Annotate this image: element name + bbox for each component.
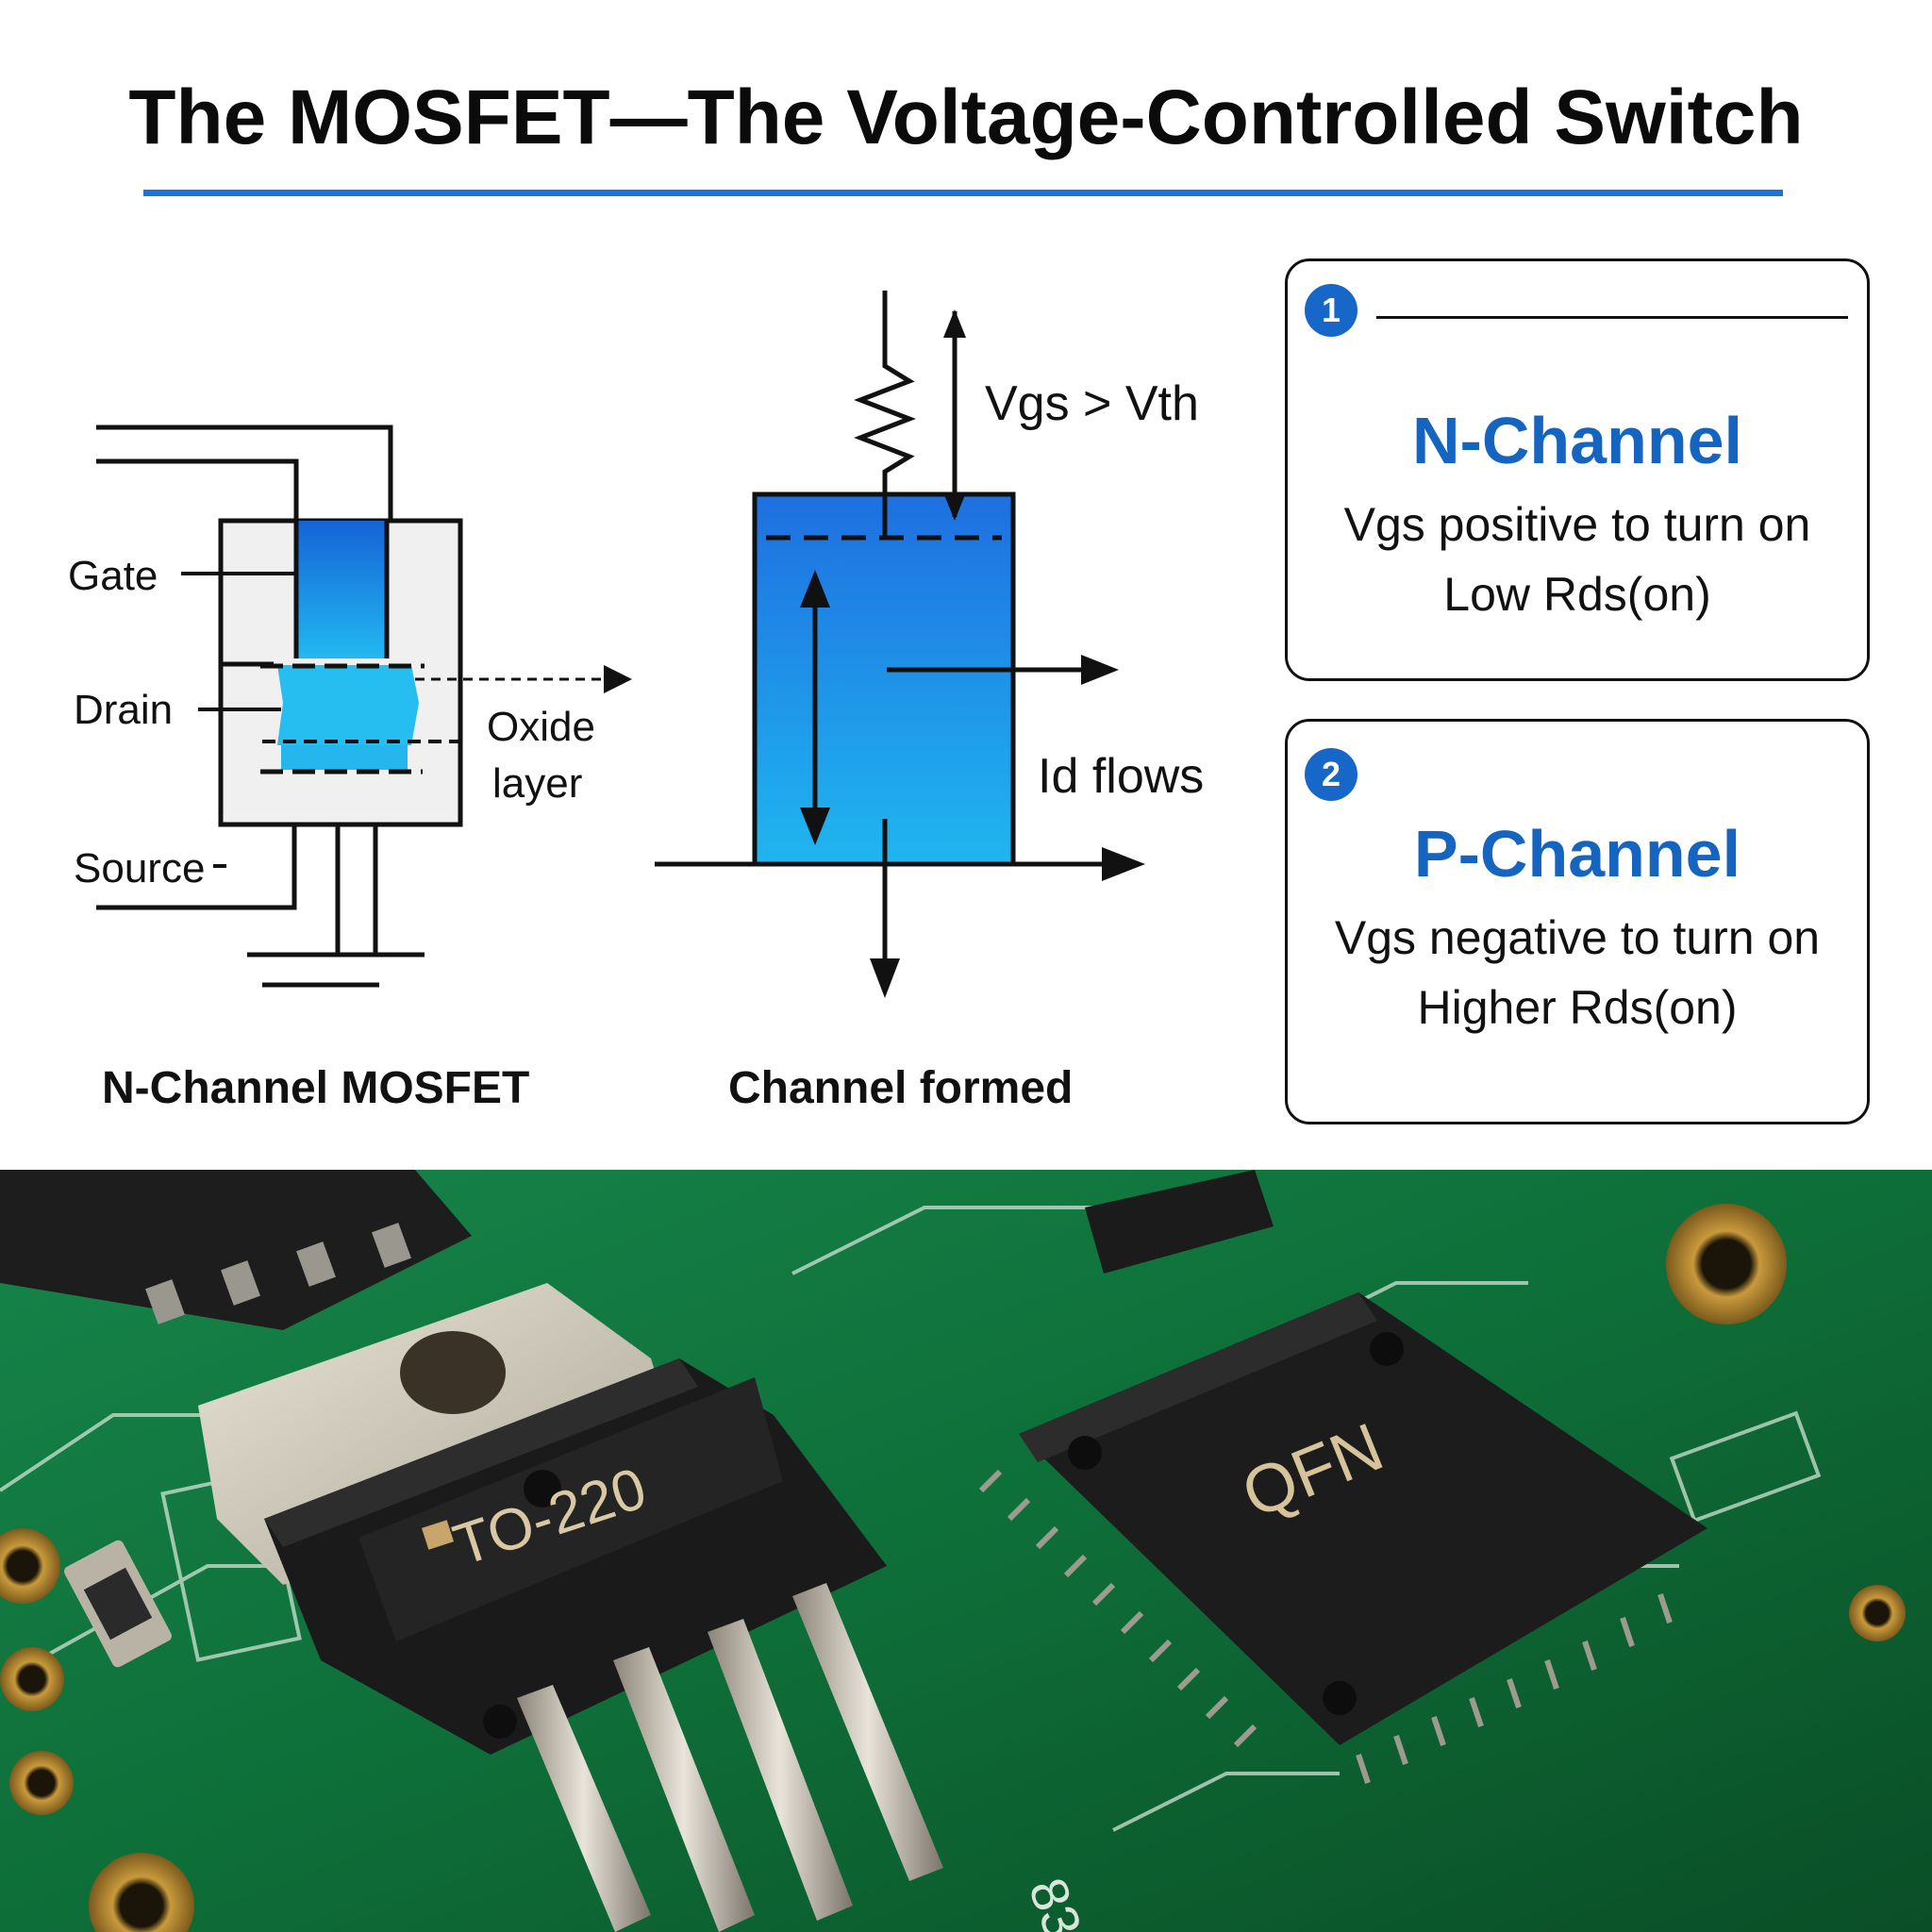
pcb-illustration: TO-220 QFN xyxy=(0,1170,1932,1932)
card-line-1: Vgs negative to turn on xyxy=(1334,911,1821,964)
channel-block xyxy=(752,491,1016,867)
id-flows-label: Id flows xyxy=(1038,749,1204,804)
card-title: P-Channel xyxy=(1413,817,1741,891)
card-line-2: Low Rds(on) xyxy=(1443,568,1711,621)
card-title: N-Channel xyxy=(1412,404,1742,477)
gate-electrode xyxy=(296,521,387,658)
source-label: Source xyxy=(74,845,205,891)
id-arrow-head xyxy=(1081,655,1119,685)
card-line-1: Vgs positive to turn on xyxy=(1343,498,1811,551)
step-number-badge: 1 xyxy=(1305,284,1357,337)
mosfet-diagrams: Gate Drain Source Oxide layer Vgs > Vth … xyxy=(68,291,1204,998)
vgs-label: Vgs > Vth xyxy=(985,376,1199,431)
to220-package: TO-220 xyxy=(198,1283,943,1932)
card-divider xyxy=(1376,316,1848,319)
channel-diagram xyxy=(655,291,1145,998)
gate-label: Gate xyxy=(68,553,158,599)
title-underline xyxy=(143,190,1783,196)
channel-caption: Channel formed xyxy=(728,1063,1074,1113)
resistor-symbol xyxy=(854,291,916,538)
oxide-label-line1: Oxide xyxy=(487,704,595,750)
qfn-package: QFN xyxy=(978,1292,1707,1784)
oxide-layer xyxy=(277,665,419,745)
n-channel-card: 1 N-Channel Vgs positive to turn on Low … xyxy=(1285,258,1870,681)
step-number-badge: 2 xyxy=(1305,748,1357,801)
pcb-photo: TO-220 QFN xyxy=(0,1170,1932,1932)
nmos-structure xyxy=(96,425,632,988)
page-title: The MOSFET—The Voltage-Controlled Switch xyxy=(128,75,1804,160)
nmos-caption: N-Channel MOSFET xyxy=(102,1063,530,1113)
p-channel-card: 2 P-Channel Vgs negative to turn on High… xyxy=(1285,719,1870,1124)
drain-label: Drain xyxy=(74,687,173,733)
oxide-label-line2: layer xyxy=(492,760,582,807)
card-line-2: Higher Rds(on) xyxy=(1417,981,1738,1034)
